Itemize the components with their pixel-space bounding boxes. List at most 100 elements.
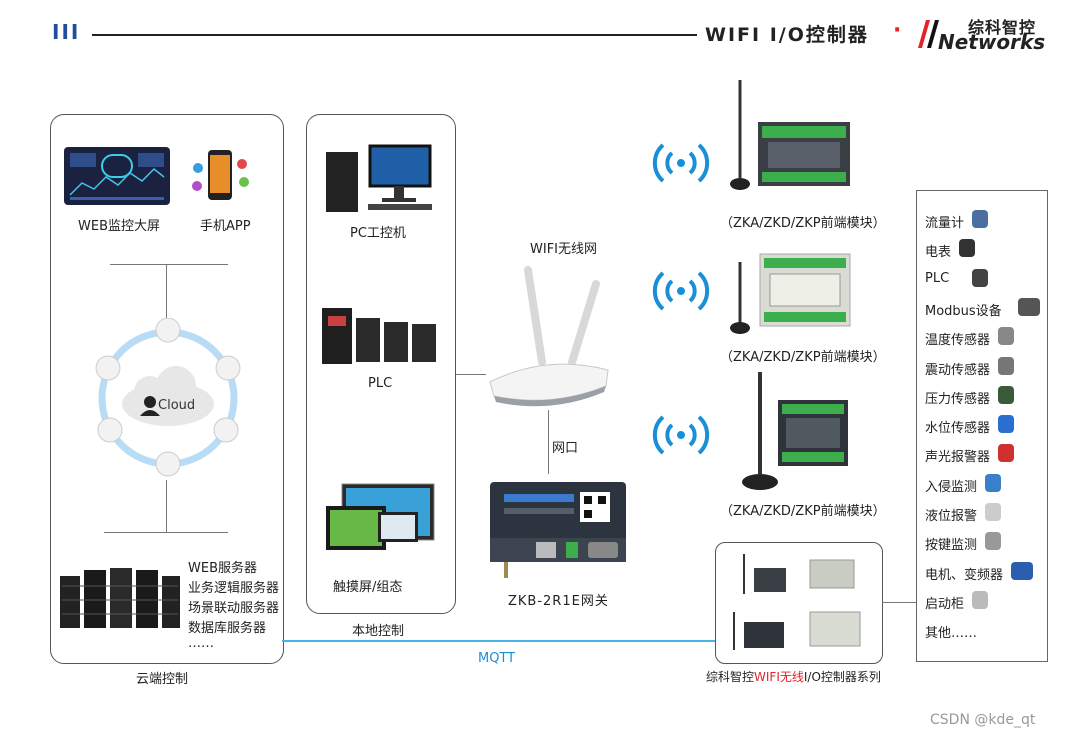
watermark: CSDN @kde_qt [930, 712, 1036, 728]
field-device-label: 启动柜 [925, 596, 965, 612]
wifi-router-icon [489, 266, 609, 407]
field-device-item: 入侵监测 [925, 476, 977, 495]
cloud-divider-top [110, 264, 228, 265]
field-device-icon [998, 356, 1014, 375]
header-title: WIFI I/O控制器 [705, 24, 869, 46]
module-label-1: （ZKA/ZKD/ZKP前端模块） [720, 216, 886, 231]
field-device-label: Modbus设备 [925, 303, 1002, 319]
field-device-icon [998, 327, 1014, 346]
router-to-local-line [456, 374, 486, 375]
field-device-label: 温度传感器 [925, 333, 991, 349]
field-device-icon [1018, 297, 1040, 316]
local-caption: 本地控制 [352, 624, 405, 639]
section-mark: III [52, 20, 81, 44]
series-products-icon [733, 554, 861, 650]
server-more: …… [188, 636, 214, 651]
field-device-item: 按键监测 [925, 534, 977, 553]
series-highlight: WIFI无线 [754, 670, 804, 684]
port-label: 网口 [552, 441, 579, 456]
io-module-icon-1 [730, 80, 850, 190]
field-device-item: 压力传感器 [925, 388, 990, 407]
server-logic: 业务逻辑服务器 [188, 581, 280, 596]
gateway-device-icon [490, 482, 626, 578]
plc-icon [322, 308, 436, 364]
brand-cn: 综科智控 [968, 18, 1037, 37]
cloud-connector-top [166, 264, 167, 320]
dashboard-chart-icon [69, 153, 165, 200]
io-module-icon-2 [730, 253, 851, 334]
touch-label: 触摸屏/组态 [333, 580, 403, 595]
field-device-icon [985, 473, 1001, 492]
field-device-icon [985, 503, 1001, 521]
field-device-icon [998, 444, 1014, 463]
field-device-label: 液位报警 [925, 509, 978, 524]
field-device-label: 水位传感器 [925, 421, 991, 437]
touchscreen-icon [326, 483, 435, 550]
cloud-ring-diagram [95, 318, 241, 477]
field-device-icon [985, 532, 1001, 551]
pc-icon [326, 144, 432, 212]
cloud-word: Cloud [158, 398, 196, 413]
wifi-label: WIFI无线网 [530, 242, 597, 257]
router-to-gateway-line [548, 410, 549, 474]
field-device-icon [972, 590, 988, 609]
field-device-label: 其他…… [925, 626, 978, 642]
field-device-label: 按键监测 [925, 538, 978, 554]
brand-logo-text: Networks [938, 30, 1046, 54]
field-device-item: PLC [925, 271, 949, 286]
series-suffix: I/O控制器系列 [803, 670, 881, 684]
series-caption: 综科智控WIFI无线I/O控制器系列 [706, 668, 881, 685]
series-prefix: 综科智控 [706, 670, 755, 684]
cloud-divider-bottom [104, 532, 228, 533]
field-device-label: 入侵监测 [925, 479, 978, 495]
field-device-item: 温度传感器 [925, 329, 990, 348]
field-device-label: 流量计 [925, 216, 965, 231]
cloud-connector-bottom [166, 480, 167, 532]
field-device-icon [972, 210, 988, 228]
server-rack-icon [60, 568, 180, 628]
mobile-phone-icon [192, 150, 249, 200]
mobile-app-label: 手机APP [200, 219, 251, 234]
field-device-icon [959, 239, 975, 258]
local-plc-label: PLC [368, 376, 393, 391]
module-label-3: （ZKA/ZKD/ZKP前端模块） [720, 504, 886, 519]
server-scene: 场景联动服务器 [188, 601, 280, 616]
field-device-item: Modbus设备 [925, 300, 1002, 319]
wifi-signal-icon-1 [652, 143, 710, 183]
cloud-caption: 云端控制 [136, 672, 189, 687]
field-device-item: 声光报警器 [925, 446, 990, 465]
field-device-label: 电机、变频器 [925, 567, 1004, 583]
io-module-icon-3 [742, 372, 848, 490]
header-dot: · [893, 18, 902, 43]
web-dashboard-image [64, 147, 170, 205]
field-device-item: 电机、变频器 [925, 564, 1003, 583]
field-device-item: 水位传感器 [925, 417, 990, 436]
module-label-2: （ZKA/ZKD/ZKP前端模块） [720, 350, 886, 365]
web-screen-label: WEB监控大屏 [78, 219, 160, 234]
field-device-label: 电表 [925, 245, 952, 261]
header-rule [92, 34, 697, 36]
series-to-devices-line [882, 602, 916, 603]
field-device-item: 启动柜 [925, 593, 964, 612]
field-device-item: 液位报警 [925, 505, 977, 524]
field-device-icon [998, 415, 1014, 434]
server-web: WEB服务器 [188, 561, 257, 576]
mqtt-line [282, 640, 715, 642]
field-device-icon [998, 385, 1014, 404]
field-device-label: PLC [925, 270, 950, 286]
wifi-signal-icon-3 [652, 415, 710, 455]
field-device-icon [1011, 561, 1033, 580]
mqtt-label: MQTT [478, 651, 516, 666]
server-db: 数据库服务器 [188, 621, 267, 636]
field-device-label: 压力传感器 [925, 391, 991, 407]
field-device-item: 流量计 [925, 212, 964, 231]
pc-label: PC工控机 [350, 226, 406, 241]
field-device-label: 震动传感器 [925, 362, 991, 378]
gateway-label: ZKB-2R1E网关 [508, 594, 609, 609]
field-device-label: 声光报警器 [925, 450, 991, 466]
field-device-item: 其他…… [925, 622, 977, 641]
wifi-signal-icon-2 [652, 271, 710, 311]
field-device-item: 电表 [925, 241, 951, 260]
field-device-icon [972, 268, 988, 287]
brand-logo-icon [918, 20, 939, 48]
